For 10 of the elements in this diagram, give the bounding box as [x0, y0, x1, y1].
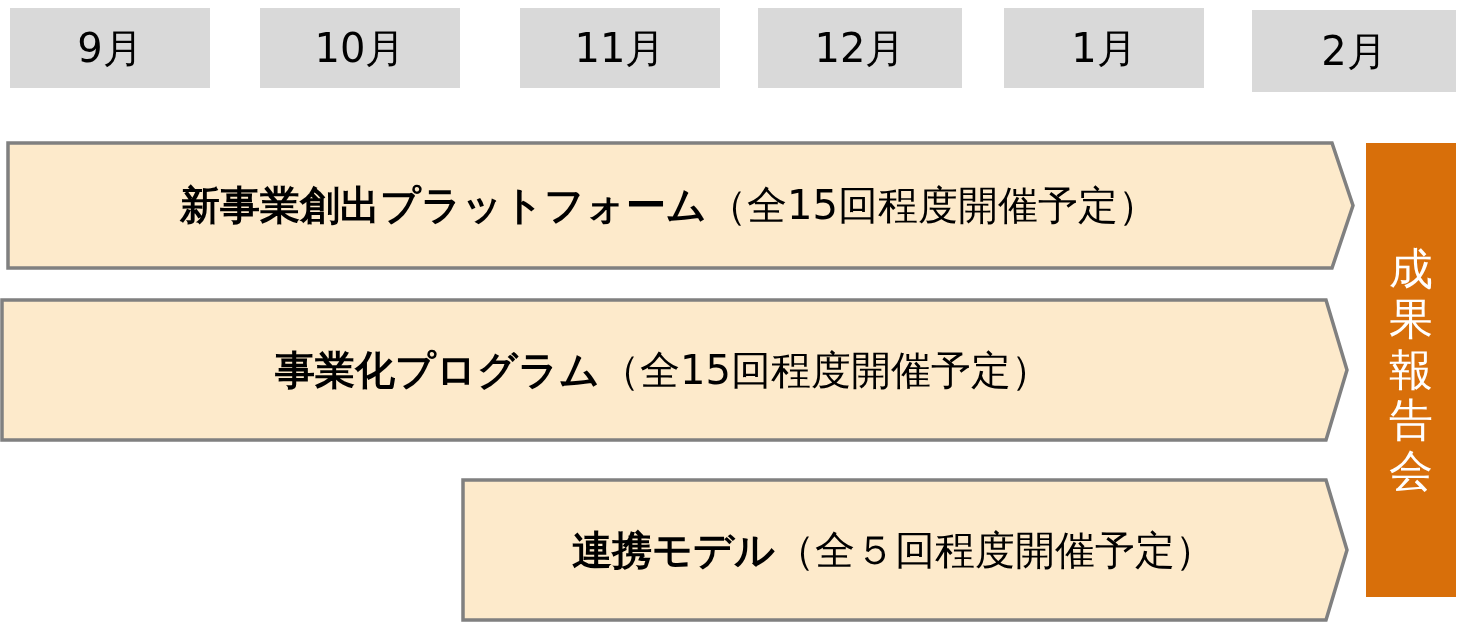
program-label: 新事業創出プラットフォーム（全15回程度開催予定） [180, 181, 1158, 230]
month-header: 12月 [758, 8, 962, 88]
program-label: 事業化プログラム（全15回程度開催予定） [275, 345, 1051, 395]
month-header: 1月 [1004, 8, 1204, 88]
report-box: 成果報告会 [1366, 143, 1456, 597]
month-header: 11月 [520, 8, 720, 88]
month-header: 10月 [260, 8, 460, 88]
month-header: 9月 [10, 8, 210, 88]
program-label: 連携モデル（全５回程度開催予定） [572, 525, 1215, 575]
month-header: 2月 [1252, 10, 1456, 92]
